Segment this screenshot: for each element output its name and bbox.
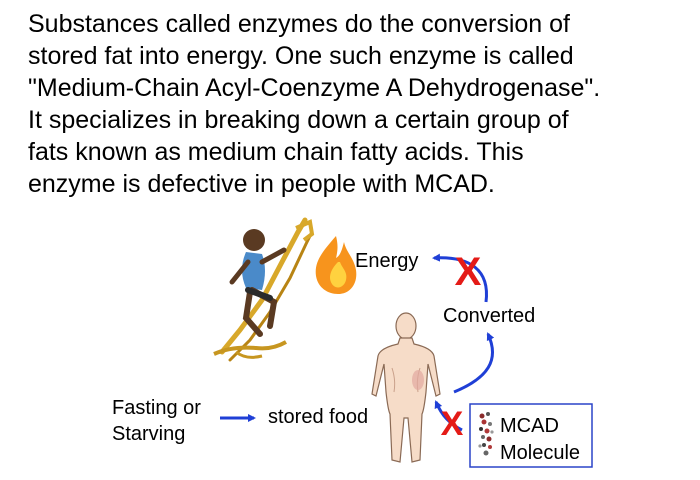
paragraph-line: stored fat into energy. One such enzyme …	[28, 42, 574, 70]
block-mark-mcad: X	[441, 405, 464, 443]
mcad-label: MCAD Molecule	[500, 415, 580, 464]
energy-label: Energy	[355, 250, 418, 272]
block-mark-energy: X	[455, 250, 482, 294]
paragraph-line: "Medium-Chain Acyl-Coenzyme A Dehydrogen…	[28, 74, 601, 102]
paragraph-line: enzyme is defective in people with MCAD.	[28, 170, 495, 198]
arrow-to-converted	[453, 332, 495, 394]
mcad-box	[469, 403, 593, 468]
fasting-line1: Fasting or	[112, 397, 201, 419]
cyclist-figure	[213, 217, 315, 362]
converted-label: Converted	[443, 305, 535, 327]
fasting-line2: Starving	[112, 423, 185, 445]
paragraph-line: It specializes in breaking down a certai…	[28, 106, 569, 134]
molecule-icon	[478, 412, 494, 456]
flame-icon	[315, 236, 357, 294]
stored-food-label: stored food	[268, 406, 368, 428]
paragraph-line: Substances called enzymes do the convers…	[28, 10, 570, 38]
human-body-figure	[371, 312, 441, 463]
mcad-line2: Molecule	[500, 442, 580, 464]
arrow-to-energy	[432, 253, 488, 303]
intro-paragraph: Substances called enzymes do the convers…	[28, 8, 688, 200]
arrow-mcad-to-body	[434, 400, 463, 432]
paragraph-line: fats known as medium chain fatty acids. …	[28, 138, 524, 166]
mcad-line1: MCAD	[500, 415, 559, 437]
fasting-label: Fasting or Starving	[112, 397, 207, 445]
